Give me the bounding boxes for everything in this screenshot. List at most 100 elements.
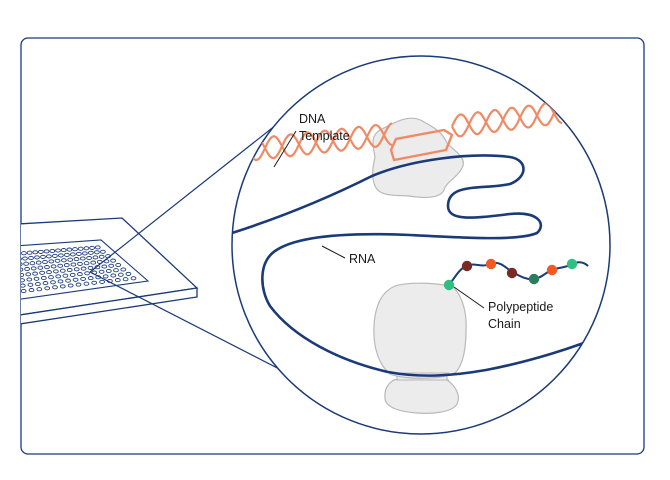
array-spot (43, 249, 50, 254)
polypeptide-label-line2: Chain (488, 317, 521, 331)
array-spot (55, 274, 62, 279)
array-spot (5, 280, 10, 283)
dna-helix-icon (247, 100, 563, 162)
array-spot (87, 276, 94, 281)
array-spot (49, 248, 56, 254)
array-spot (75, 282, 82, 287)
amino-acid-bead (566, 258, 578, 270)
array-spot (11, 258, 16, 261)
array-spot (38, 249, 44, 254)
amino-acid-bead (506, 267, 518, 279)
array-spot (66, 247, 73, 252)
array-spot (52, 285, 58, 290)
array-spot (98, 254, 105, 259)
array-spot (4, 253, 9, 256)
array-spot (5, 264, 10, 267)
array-spot (40, 254, 46, 259)
array-spot (37, 265, 44, 270)
zoom-line-top (89, 105, 301, 273)
array-spot (21, 256, 22, 262)
array-spot (83, 261, 90, 266)
amino-acid-bead (546, 264, 558, 276)
array-spot (12, 269, 17, 272)
array-spot (58, 253, 64, 258)
array-spot (83, 281, 90, 286)
array-spot (28, 255, 34, 261)
array-spot (110, 258, 116, 263)
array-spot (110, 273, 117, 278)
array-spot (26, 277, 33, 282)
array-spot (33, 276, 40, 281)
array-spot (36, 287, 43, 292)
array-spot (86, 255, 92, 261)
array-spot (67, 283, 74, 288)
array-spot (73, 267, 80, 272)
array-spot (67, 257, 74, 262)
array-spot (80, 266, 87, 271)
array-spot (65, 278, 71, 283)
array-spot (21, 272, 25, 278)
array-spot (92, 255, 99, 260)
array-spot (48, 259, 55, 264)
array-spot (70, 262, 77, 267)
array-spot (11, 263, 16, 266)
array-spot (44, 265, 50, 270)
array-spot (48, 275, 54, 280)
array-spot (94, 245, 101, 250)
array-spot (89, 245, 95, 250)
array-spot (6, 291, 11, 294)
array-spot (64, 252, 70, 257)
ribosome-icon (373, 282, 467, 414)
array-spot (21, 283, 26, 288)
array-spot (26, 250, 33, 255)
array-spot (72, 247, 78, 252)
array-spot (63, 263, 70, 268)
array-spot (130, 276, 137, 281)
array-spot (57, 279, 64, 284)
array-spot (39, 270, 45, 275)
array-spot (55, 248, 61, 253)
array-spot (99, 279, 105, 284)
array-spot (82, 251, 88, 256)
array-spot (66, 267, 73, 273)
array-spot (62, 273, 69, 278)
array-spot (70, 252, 76, 257)
array-spot (21, 251, 22, 256)
dna-label-line1: DNA (299, 112, 326, 126)
array-spot (21, 251, 27, 256)
rna-label: RNA (349, 252, 376, 266)
array-spot (50, 280, 56, 285)
amino-acid-bead (485, 258, 497, 270)
array-spot (42, 259, 48, 265)
array-spot (57, 263, 64, 268)
array-spot (122, 277, 129, 282)
array-spot (90, 260, 97, 265)
array-spot (115, 262, 122, 268)
array-spot (83, 246, 90, 251)
rna-leader-line (321, 245, 346, 259)
array-spot (21, 262, 23, 267)
array-spot (91, 280, 98, 285)
array-spot (77, 246, 84, 251)
array-spot (5, 258, 10, 261)
array-spot (23, 261, 29, 266)
array-spot (52, 253, 58, 258)
array-spot (61, 258, 67, 263)
polypeptide-leader-line (453, 286, 485, 309)
array-spot (73, 257, 80, 262)
array-spot (35, 260, 42, 265)
array-spot (120, 267, 127, 272)
array-spot (46, 254, 52, 259)
array-spot (25, 272, 32, 277)
array-spot (5, 269, 10, 272)
dna-label-line2: Template (299, 129, 350, 143)
array-spot (72, 277, 79, 282)
array-spot (98, 269, 105, 274)
array-spot (44, 286, 51, 291)
array-spot (5, 275, 10, 278)
array-spot (94, 250, 100, 255)
array-spot (59, 284, 66, 289)
dna-leader-line (273, 130, 297, 168)
array-spot (42, 281, 49, 286)
amino-acid-bead (461, 260, 473, 272)
